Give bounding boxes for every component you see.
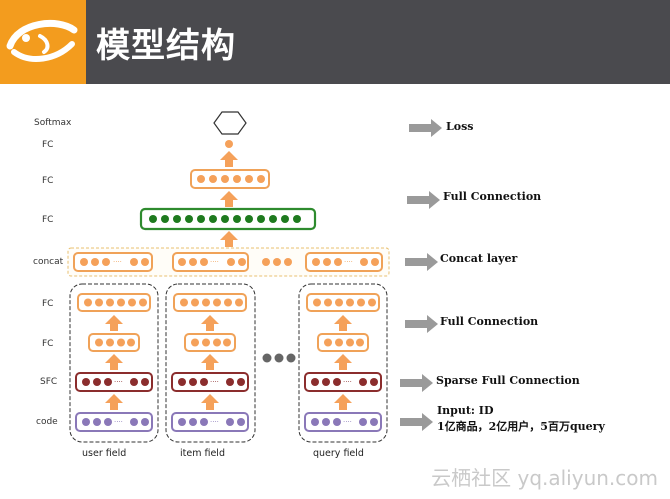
label-code: code: [36, 417, 58, 427]
fc-mid-layer: [190, 169, 270, 189]
concat-group-item: ····: [172, 252, 249, 272]
annotation-concat-layer: Concat layer: [440, 252, 518, 265]
svg-text:····: ····: [210, 418, 219, 426]
annotation-sparse-full-connection: Sparse Full Connection: [436, 374, 580, 387]
concat-group-user: ····: [73, 252, 153, 272]
user-field-label: user field: [82, 448, 126, 459]
alibaba-logo: [0, 0, 86, 84]
svg-text:····: ····: [114, 418, 123, 426]
svg-text:····: ····: [210, 258, 219, 266]
slide-header: [0, 0, 670, 84]
query-field-tower: ···· ····: [304, 293, 382, 432]
arrow-up: [220, 151, 238, 167]
loss-arrow-icon: [409, 119, 442, 137]
concat-ellipsis-nodes: [262, 258, 292, 266]
slide-title: 模型结构: [96, 26, 236, 66]
label-softmax: Softmax: [34, 118, 72, 128]
label-fc-mid: FC: [42, 176, 53, 186]
full-connection-bottom-arrow-icon: [405, 315, 438, 333]
field-ellipsis: [262, 353, 296, 363]
svg-text:····: ····: [114, 378, 123, 386]
label-fc-wide: FC: [42, 215, 53, 225]
item-field-container: [165, 283, 256, 443]
user-field-tower: ···· ····: [75, 293, 153, 432]
fc-wide-nodes: [149, 215, 301, 223]
svg-text:····: ····: [343, 378, 352, 386]
input-arrow-icon: [400, 413, 433, 431]
concat-layer-arrow-icon: [405, 253, 438, 271]
label-concat: concat: [33, 257, 64, 267]
label-fc-field-1: FC: [42, 299, 53, 309]
annotation-input: Input: ID: [437, 404, 494, 417]
full-connection-top-arrow-icon: [407, 191, 440, 209]
concat-group-query: ····: [305, 252, 383, 272]
watermark: 云栖社区 yq.aliyun.com: [431, 466, 658, 490]
label-sfc: SFC: [40, 377, 57, 387]
label-fc-field-2: FC: [42, 339, 53, 349]
svg-text:····: ····: [210, 378, 219, 386]
svg-text:····: ····: [344, 258, 353, 266]
query-field-container: [298, 283, 388, 443]
label-fc-top: FC: [42, 140, 53, 150]
softmax-hexagon: [213, 111, 247, 135]
svg-text:····: ····: [343, 418, 352, 426]
annotation-loss: Loss: [446, 120, 473, 133]
query-field-label: query field: [313, 448, 364, 459]
svg-text:····: ····: [113, 258, 122, 266]
item-field-label: item field: [180, 448, 225, 459]
annotation-input-detail: 1亿商品，2亿用户，5百万query: [437, 419, 605, 433]
annotation-full-connection-bottom: Full Connection: [440, 315, 538, 328]
alibaba-logo-icon: [6, 20, 78, 62]
item-field-tower: ···· ····: [171, 293, 249, 432]
fc-mid-nodes: [197, 175, 265, 183]
sparse-full-connection-arrow-icon: [400, 374, 433, 392]
fc-top-node: [225, 140, 233, 148]
user-field-container: [69, 283, 159, 443]
arrow-up: [220, 191, 238, 207]
arrow-up: [220, 231, 238, 247]
annotation-full-connection-top: Full Connection: [443, 190, 541, 203]
